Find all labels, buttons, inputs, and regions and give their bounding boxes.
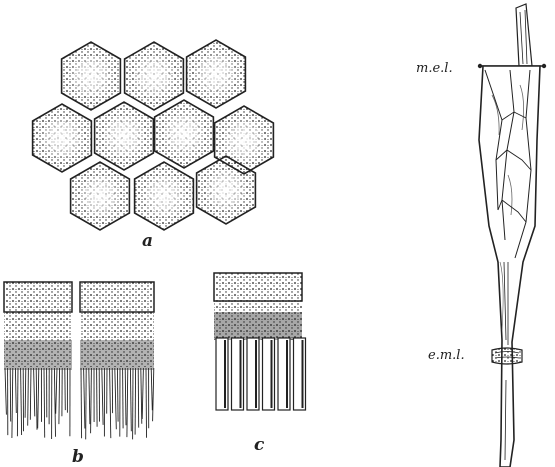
- rod: [247, 338, 259, 410]
- panel-b-label: b: [72, 447, 84, 467]
- hexagon-cell: [71, 162, 130, 230]
- panel-c-rod-block: c: [214, 273, 306, 455]
- lower-band: [492, 348, 522, 364]
- panel-b-right-block: [80, 282, 154, 439]
- hexagon-cell: [62, 42, 121, 110]
- hexagon-cells: [33, 40, 274, 230]
- rod: [294, 338, 306, 410]
- rod: [263, 338, 275, 410]
- upper-layer-label: m.e.l.: [416, 61, 453, 76]
- hexagon-cell: [33, 104, 92, 172]
- panel-c-label: c: [254, 435, 265, 455]
- panel-b-columnar-blocks: b: [4, 282, 154, 467]
- hexagon-cell: [125, 42, 184, 110]
- rod: [216, 338, 228, 410]
- rod: [278, 338, 290, 410]
- rod: [232, 338, 244, 410]
- panel-c-rods: [216, 338, 306, 410]
- panel-d-elongated-cell: m.e.l. e.m.l.: [416, 4, 546, 467]
- hexagon-cell: [155, 100, 214, 168]
- panel-a-label: a: [142, 231, 153, 251]
- lower-layer-label: e.m.l.: [428, 348, 465, 363]
- hexagon-cell: [187, 40, 246, 108]
- hexagon-cell: [135, 162, 194, 230]
- hexagon-cell: [95, 102, 154, 170]
- panel-b-left-block: [4, 282, 72, 439]
- panel-a-hexagon-cluster: a: [33, 40, 274, 251]
